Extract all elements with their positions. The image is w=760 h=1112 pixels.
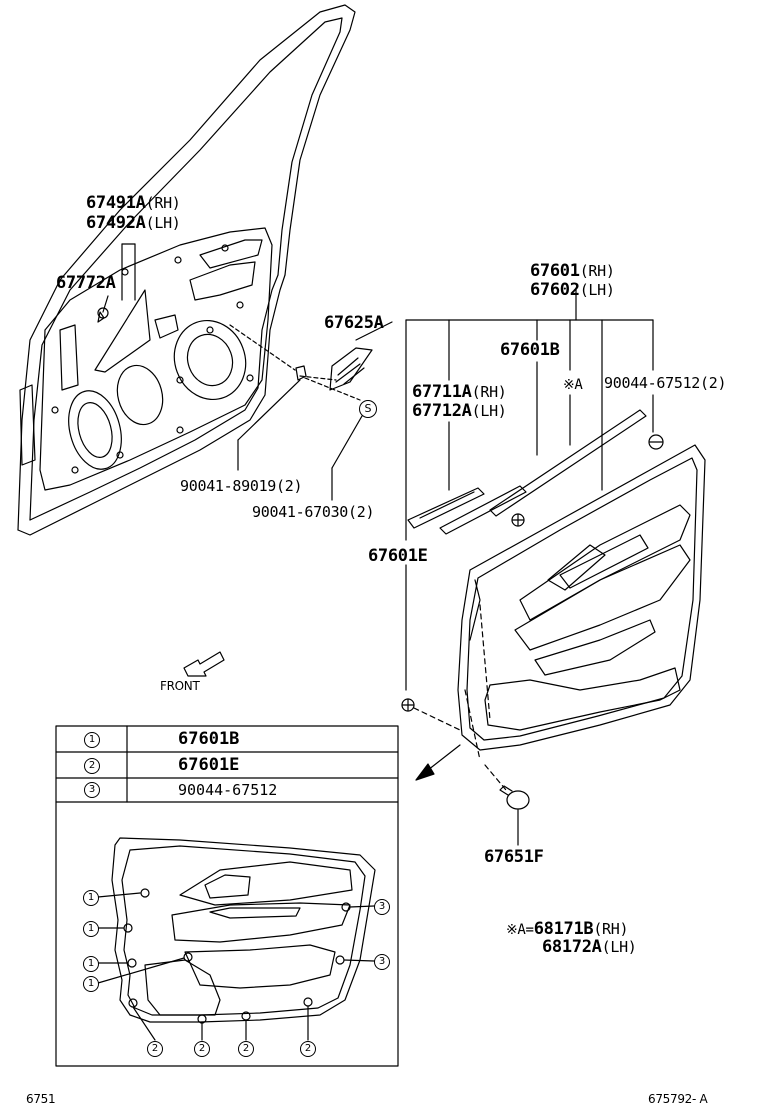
quantity-suffix: (2) — [700, 374, 727, 392]
side-suffix: (RH) — [145, 194, 181, 212]
side-suffix: (RH) — [579, 262, 615, 280]
callout-number: 3 — [378, 901, 386, 912]
quantity-suffix: (2) — [276, 477, 303, 495]
footer-right-text: 675792- A — [648, 1092, 708, 1106]
label-90044-67512: 90044-67512(2) — [604, 374, 727, 392]
part-number: 67651F — [484, 847, 544, 867]
side-suffix: (RH) — [593, 920, 629, 938]
table-part: 67601E — [178, 755, 240, 775]
front-text: FRONT — [160, 679, 200, 693]
label-90041-67030: 90041-67030(2) — [252, 503, 375, 521]
part-number: 67711A — [412, 382, 472, 402]
part-number: 67712A — [412, 401, 472, 421]
footer-drawing-id: 675792- A — [648, 1090, 708, 1108]
side-suffix: (LH) — [471, 402, 507, 420]
callout-2: 2 — [194, 1041, 210, 1057]
callout-2: 2 — [238, 1041, 254, 1057]
label-front: FRONT — [160, 677, 200, 695]
label-67601: 67601(RH) — [530, 262, 615, 280]
callout-1: 1 — [83, 976, 99, 992]
s-symbol-circle: S — [359, 400, 377, 418]
footer-page-code: 6751 — [26, 1090, 56, 1108]
table-key-2: 2 — [84, 758, 100, 774]
part-67625a-shape — [329, 347, 373, 391]
part-number: 67492A — [86, 213, 146, 233]
s-symbol: S — [364, 402, 372, 415]
table-part: 67601B — [178, 729, 240, 749]
door-frame — [17, 4, 356, 536]
part-number: 67625A — [324, 313, 384, 333]
table-part-2: 67601E — [178, 754, 239, 776]
part-number: 67491A — [86, 193, 146, 213]
table-part: 90044-67512 — [178, 781, 278, 799]
side-suffix: (LH) — [145, 214, 181, 232]
part-number: 67602 — [530, 280, 580, 300]
callout-2: 2 — [300, 1041, 316, 1057]
label-67492a: 67492A(LH) — [86, 214, 181, 232]
callout-2: 2 — [147, 1041, 163, 1057]
part-number: 67772A — [56, 273, 116, 293]
callout-1: 1 — [83, 890, 99, 906]
callout-number: 1 — [87, 978, 95, 989]
table-key: 2 — [88, 760, 96, 771]
note-marker: ※A — [563, 377, 583, 393]
label-67625a: 67625A — [324, 314, 384, 332]
part-number: 68172A — [542, 937, 602, 957]
label-67601e: 67601E — [368, 547, 428, 565]
note-equals: ※A= — [506, 922, 534, 938]
table-key: 3 — [88, 784, 96, 795]
label-67772a: 67772A — [56, 274, 116, 292]
table-part-3: 90044-67512 — [178, 779, 277, 801]
part-number: 90041-67030 — [252, 503, 349, 521]
callout-number: 2 — [242, 1043, 250, 1054]
label-68172a: 68172A(LH) — [542, 938, 637, 956]
part-number: 67601B — [500, 340, 560, 360]
callout-1: 1 — [83, 956, 99, 972]
side-suffix: (RH) — [471, 383, 507, 401]
label-68171b: ※A=68171B(RH) — [506, 919, 629, 939]
inset-panel-drawing — [97, 837, 376, 1041]
table-key-1: 1 — [84, 732, 100, 748]
quantity-suffix: (2) — [348, 503, 375, 521]
footer-left-text: 6751 — [26, 1092, 56, 1106]
part-number: 67601 — [530, 261, 580, 281]
callout-number: 1 — [87, 958, 95, 969]
label-90041-89019: 90041-89019(2) — [180, 477, 303, 495]
label-67651f: 67651F — [484, 848, 544, 866]
label-67712a: 67712A(LH) — [412, 402, 507, 420]
label-67491a: 67491A(RH) — [86, 194, 181, 212]
callout-number: 2 — [151, 1043, 159, 1054]
table-key: 1 — [88, 734, 96, 745]
table-part-1: 67601B — [178, 728, 239, 750]
callout-number: 3 — [378, 956, 386, 967]
part-number: 67601E — [368, 546, 428, 566]
part-number: 90041-89019 — [180, 477, 277, 495]
callout-number: 1 — [87, 892, 95, 903]
side-suffix: (LH) — [601, 938, 637, 956]
door-trim-panel — [457, 444, 706, 761]
callout-number: 1 — [87, 923, 95, 934]
table-key-3: 3 — [84, 782, 100, 798]
label-67602: 67602(LH) — [530, 281, 615, 299]
part-number: 68171B — [533, 919, 594, 939]
label-67711a: 67711A(RH) — [412, 383, 507, 401]
part-number: 90044-67512 — [604, 374, 701, 392]
callout-3: 3 — [374, 899, 390, 915]
callout-1: 1 — [83, 921, 99, 937]
side-suffix: (LH) — [579, 281, 615, 299]
callout-number: 2 — [198, 1043, 206, 1054]
callout-3: 3 — [374, 954, 390, 970]
reference-table-frame — [55, 725, 399, 1067]
label-67601b: 67601B — [500, 341, 560, 359]
label-note-a: ※A — [563, 376, 583, 394]
callout-number: 2 — [304, 1043, 312, 1054]
